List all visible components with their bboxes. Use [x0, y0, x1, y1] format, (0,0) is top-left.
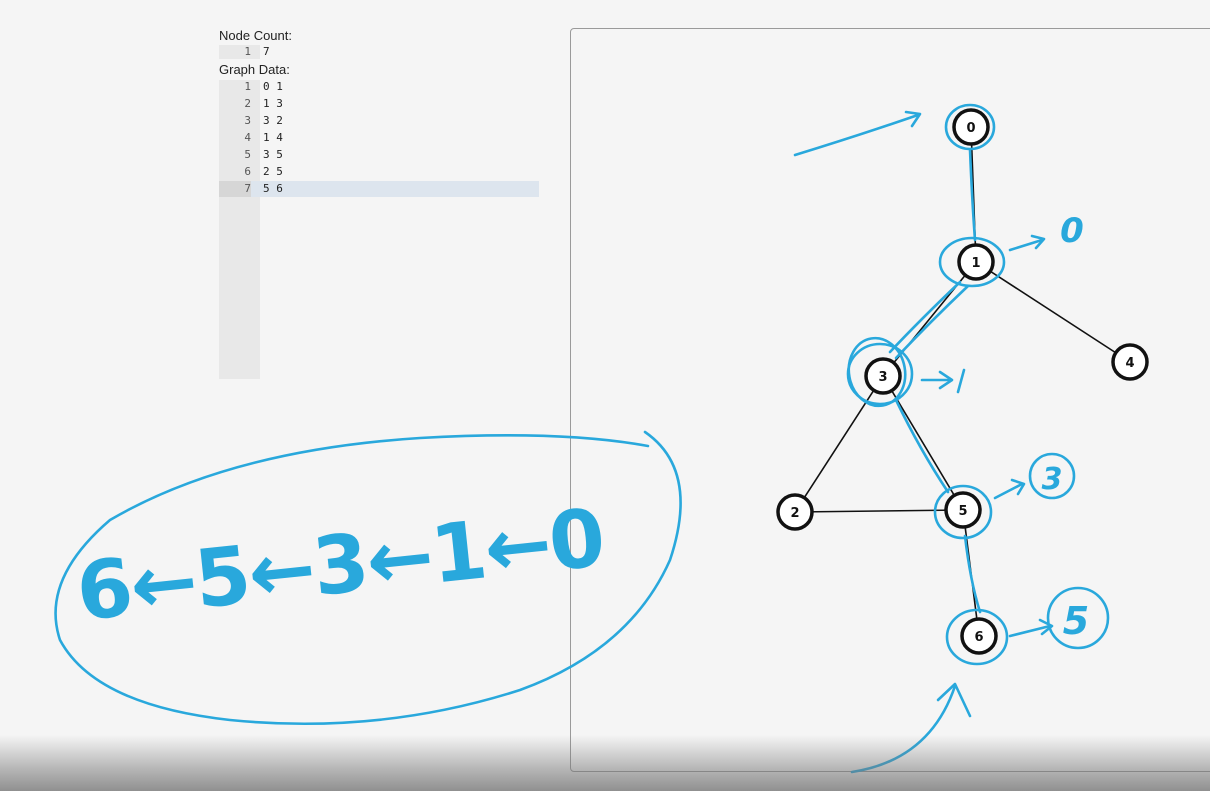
edge-1-4: [975, 261, 1131, 363]
node-6-label: 6: [974, 630, 983, 645]
ink-arrow-6-parent: [1008, 624, 1052, 638]
node-0[interactable]: 0: [952, 108, 990, 146]
graph-edges: [794, 126, 1131, 637]
node-count-gutter: [219, 45, 260, 59]
line-text[interactable]: 1 4: [263, 131, 283, 144]
line-number: 1: [244, 45, 251, 58]
ink-trace-5-6: [963, 534, 982, 614]
graph-data-line[interactable]: 4 1 4: [219, 131, 539, 145]
line-text[interactable]: 0 1: [263, 80, 283, 93]
ink-trace-1-3: [888, 280, 962, 354]
ink-parent-6: 5: [1063, 599, 1089, 643]
graph-data-line[interactable]: 3 3 2: [219, 114, 539, 128]
edge-1-3: [882, 261, 977, 377]
graph-data-line-active[interactable]: 7 5 6: [219, 181, 539, 197]
node-4[interactable]: 4: [1111, 343, 1149, 381]
ink-trace-3-5: [894, 398, 950, 494]
ink-circle-node-6: [945, 608, 1009, 666]
ink-arrowhead-5-parent: [1010, 478, 1026, 496]
node-1-label: 1: [971, 256, 980, 271]
ink-trace-0-1: [968, 148, 977, 242]
graph-data-line[interactable]: 6 2 5: [219, 165, 539, 179]
graph-data-line[interactable]: 5 3 5: [219, 148, 539, 162]
node-5-circle: [944, 491, 982, 529]
node-3[interactable]: 3: [864, 357, 902, 395]
line-text[interactable]: 7: [263, 45, 270, 58]
line-text[interactable]: 2 5: [263, 165, 283, 178]
ink-arrowhead-3-parent: [938, 370, 954, 390]
node-0-circle: [952, 108, 990, 146]
node-4-label: 4: [1125, 356, 1134, 371]
ink-circle-parent-6: [1046, 586, 1110, 650]
node-1-circle: [957, 243, 995, 281]
line-text[interactable]: 3 2: [263, 114, 283, 127]
ink-arrow-5-parent: [993, 482, 1024, 500]
line-number: 7: [219, 181, 251, 197]
ink-arrow-to-0: [793, 113, 920, 157]
ink-annotations: [54, 103, 1110, 774]
node-3-label: 3: [878, 370, 887, 385]
graph-data-line[interactable]: 2 1 3: [219, 97, 539, 111]
line-number: 4: [244, 131, 251, 144]
ink-arrowhead-6-parent: [1038, 618, 1054, 636]
ink-circle-node-1: [938, 236, 1006, 288]
edge-3-2: [794, 375, 884, 513]
graph-data-gutter: [219, 80, 260, 379]
ink-circle-node-3b: [847, 336, 907, 408]
line-text[interactable]: 3 5: [263, 148, 283, 161]
graph-data-editor[interactable]: 1 0 1 2 1 3 3 3 2 4 1 4 5 3 5 6 2 5 7 5 …: [219, 80, 539, 379]
ink-digit-1: [956, 368, 966, 394]
edge-3-5: [882, 375, 964, 511]
graph-data-line[interactable]: 1 0 1: [219, 80, 539, 94]
node-6[interactable]: 6: [960, 617, 998, 655]
line-text[interactable]: 1 3: [263, 97, 283, 110]
node-count-editor[interactable]: 1 7: [219, 45, 539, 59]
node-3-circle: [864, 357, 902, 395]
line-text[interactable]: 5 6: [263, 182, 283, 195]
node-6-circle: [960, 617, 998, 655]
ink-arrowhead-1-parent: [1030, 234, 1046, 250]
line-number: 2: [244, 97, 251, 110]
line-number: 3: [244, 114, 251, 127]
ink-circle-node-5: [933, 484, 993, 540]
line-number: 1: [244, 80, 251, 93]
ink-circle-parent-5: [1028, 452, 1076, 500]
line-number: 6: [244, 165, 251, 178]
node-5-label: 5: [958, 504, 967, 519]
line-number: 5: [244, 148, 251, 161]
node-1[interactable]: 1: [957, 243, 995, 281]
node-5[interactable]: 5: [944, 491, 982, 529]
ink-parent-5: 3: [1042, 462, 1063, 497]
graph-data-label: Graph Data:: [219, 62, 290, 77]
ink-trace-1-3b: [894, 284, 970, 360]
graph-canvas-panel[interactable]: [570, 28, 1210, 772]
node-0-label: 0: [966, 121, 975, 136]
ink-arrowhead-to-0: [904, 110, 922, 128]
node-2-label: 2: [790, 506, 799, 521]
ink-parent-1: 0: [1060, 211, 1084, 251]
node-2-circle: [776, 493, 814, 531]
node-count-label: Node Count:: [219, 28, 292, 43]
edge-2-5: [794, 509, 964, 513]
ink-path-text: 6←5←3←1←0: [72, 491, 607, 639]
ink-arrow-1-parent: [1008, 238, 1044, 252]
node-count-line[interactable]: 1 7: [219, 45, 539, 59]
node-4-circle: [1111, 343, 1149, 381]
ink-arrowhead-to-6: [936, 682, 972, 718]
ink-ellipse-path: [54, 430, 682, 726]
node-2[interactable]: 2: [776, 493, 814, 531]
